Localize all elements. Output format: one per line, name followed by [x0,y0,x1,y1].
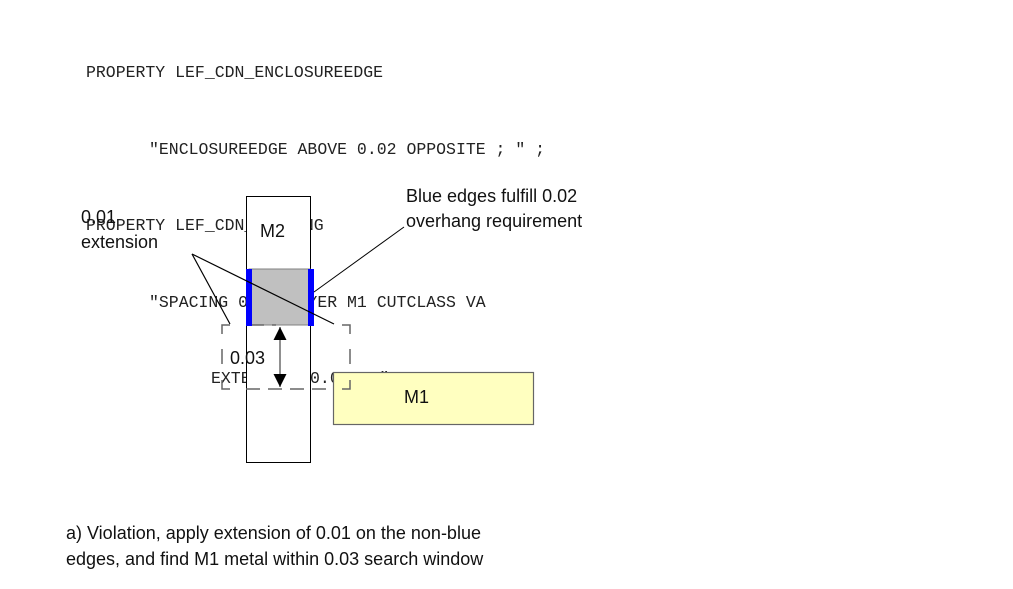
m1-shape [332,371,535,426]
extension-leader-lines [191,253,335,325]
code-line: "ENCLOSUREEDGE ABOVE 0.02 OPPOSITE ; " ; [149,139,546,159]
blue-note-line2: overhang requirement [406,211,582,231]
m1-label: M1 [404,387,429,407]
extension-label-line1: 0.01 [81,207,116,227]
blue-edge-right [308,269,314,326]
blue-edge-left [246,269,252,326]
extension-label-line2: extension [81,232,158,252]
code-line: PROPERTY LEF_CDN_ENCLOSUREEDGE [86,63,384,82]
m2-label: M2 [260,221,285,241]
search-window [221,324,351,390]
caption-line: edges, and find M1 metal within 0.03 sea… [66,549,484,569]
blue-note-line1: Blue edges fulfill 0.02 [406,186,577,206]
caption-line: a) Violation, apply extension of 0.01 on… [66,523,481,543]
figure-caption: a) Violation, apply extension of 0.01 on… [66,520,483,572]
blue-note-leader [313,226,405,293]
spacing-label: 0.03 [230,348,265,368]
